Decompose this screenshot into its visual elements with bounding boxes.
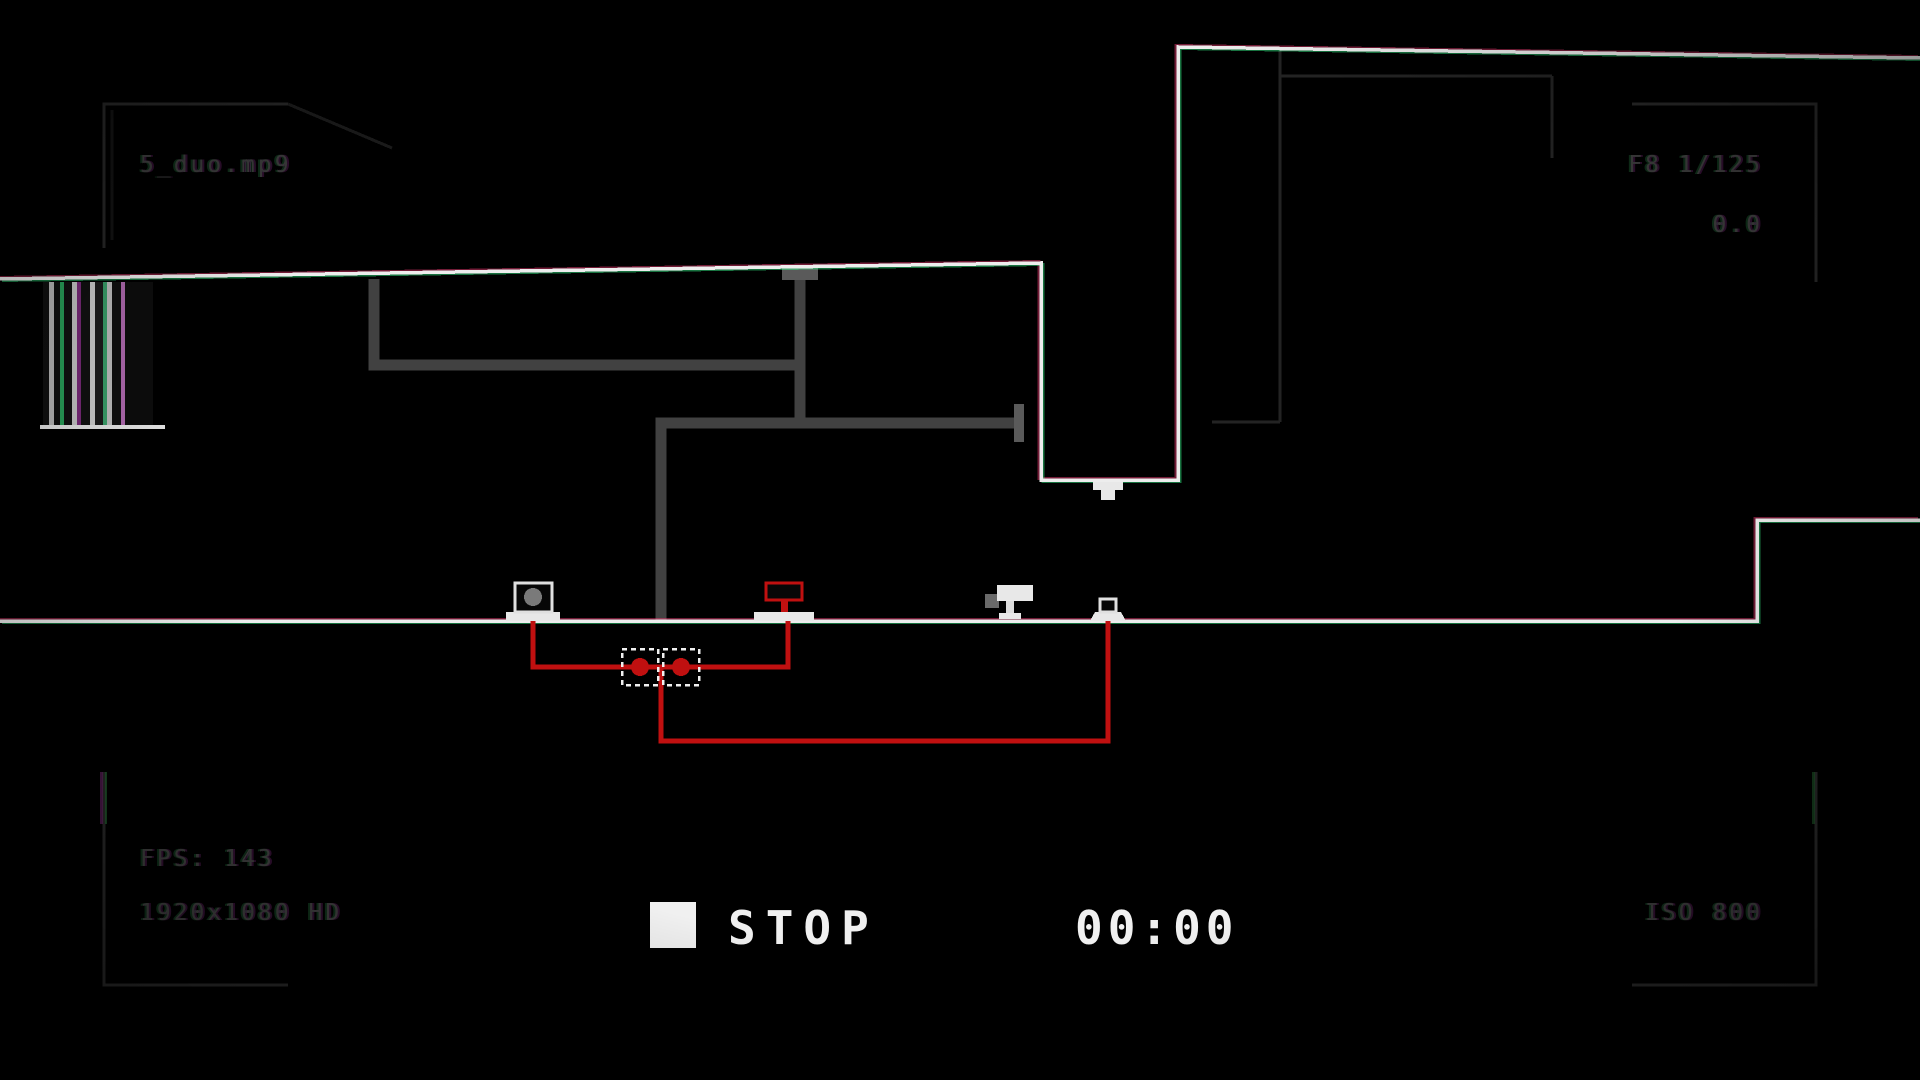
glitch-strip-bottom-left-magenta [100, 772, 103, 824]
viewfinder-brackets [100, 102, 1818, 987]
wire-connector-left[interactable] [631, 658, 649, 676]
clip-filename: 5_duo.mp9 [140, 152, 292, 178]
red-switch-head[interactable] [764, 581, 804, 602]
wire-connector-right[interactable] [672, 658, 690, 676]
red-switch-device[interactable] [754, 581, 814, 621]
timecode-readout: 00:00 [1075, 901, 1239, 955]
camera-device[interactable] [506, 581, 560, 621]
monitor-leg [1006, 601, 1014, 614]
stop-icon[interactable] [650, 902, 696, 948]
red-switch-stem [781, 600, 788, 612]
monitor-shadow [985, 594, 999, 608]
glitch-block-base-line [40, 425, 165, 429]
record-stop-label[interactable]: STOP [728, 901, 879, 955]
exposure-readout: 0.0 [1712, 212, 1763, 238]
structure-line [0, 45, 1920, 482]
wire-lower [658, 621, 1111, 744]
camera-lens-icon [524, 588, 542, 606]
ghost-structure [1212, 50, 1554, 424]
pipe-lower [655, 417, 1018, 621]
pedestal-button[interactable] [1098, 597, 1118, 614]
fps-readout: FPS: 143 [140, 846, 275, 872]
pipes [368, 268, 1024, 621]
bracket-top-left-diagonal [287, 102, 393, 150]
white-structure [0, 43, 1920, 483]
ground [0, 517, 1920, 624]
bracket-bottom-right [1632, 772, 1818, 987]
pipe-upper [368, 279, 800, 371]
monitor-device[interactable] [985, 585, 1033, 619]
glitch-strip-bottom-left-green [105, 772, 107, 824]
shutter-aperture-readout: F8 1/125 [1628, 152, 1763, 178]
iso-readout: ISO 800 [1645, 900, 1763, 926]
bracket-top-right [1632, 102, 1818, 282]
button-pedestal-device[interactable] [1090, 597, 1126, 621]
pipe-flange-right [1014, 404, 1024, 442]
ceiling-sensor-device[interactable] [1093, 482, 1123, 500]
red-wires [530, 621, 1111, 744]
resolution-readout: 1920x1080 HD [140, 900, 343, 926]
glitch-block [40, 282, 165, 429]
monitor-foot [999, 613, 1021, 619]
ground-line [0, 518, 1920, 623]
glitch-strip-bottom-right-green [1812, 772, 1815, 824]
bracket-bottom-left [102, 772, 288, 987]
wire-upper [530, 621, 791, 670]
